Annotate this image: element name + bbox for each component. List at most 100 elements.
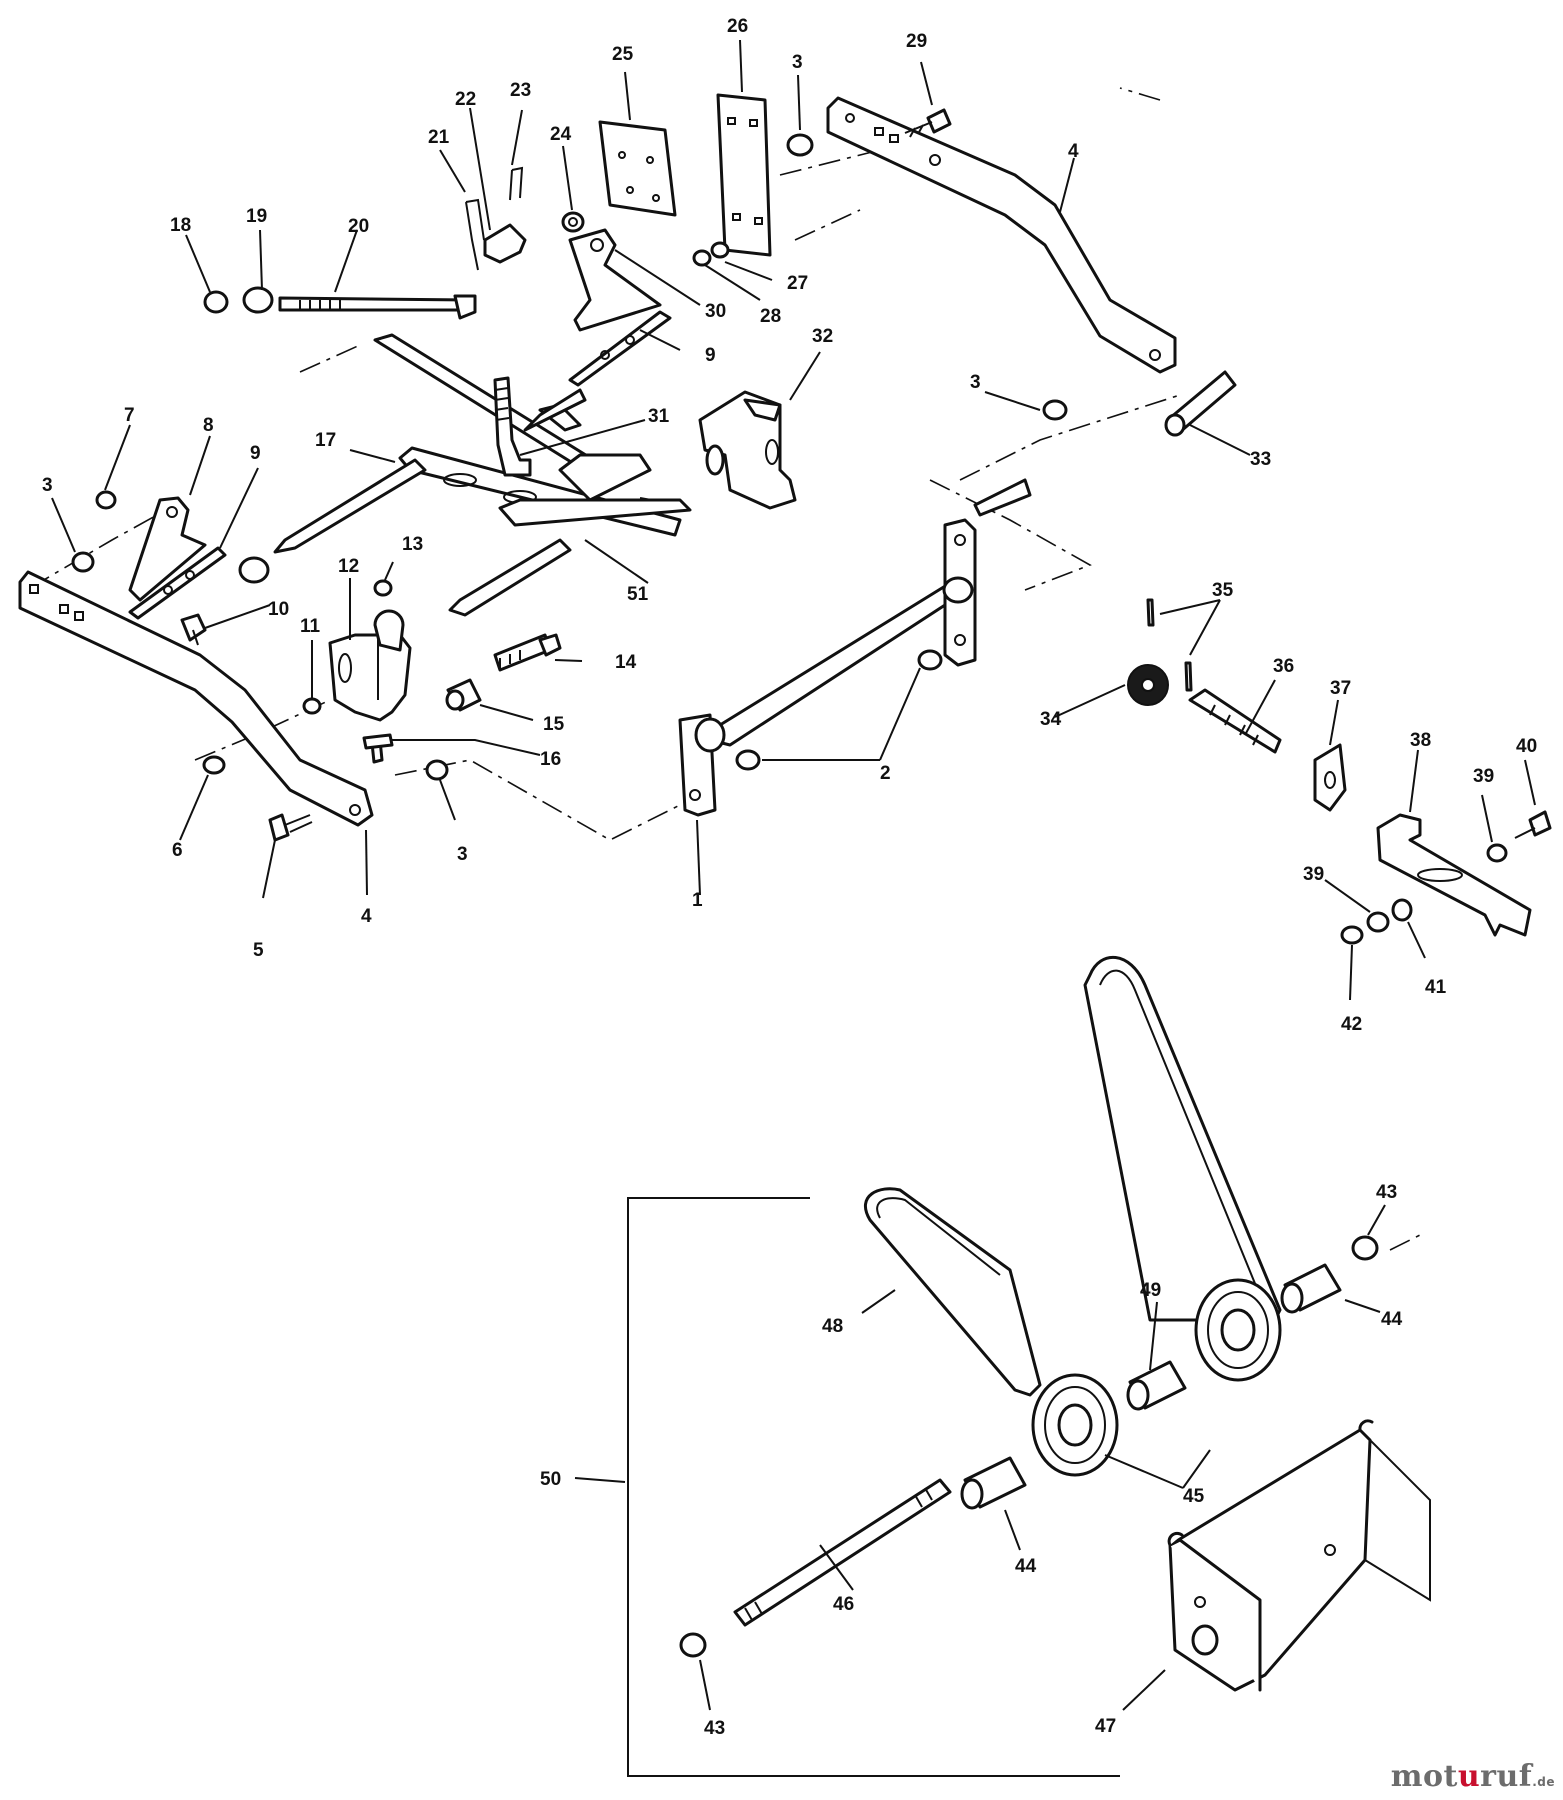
callout-4: 4 [361, 906, 372, 927]
callout-2: 2 [880, 763, 891, 784]
lift-arm-left [18, 570, 374, 827]
washer-39-right [1486, 843, 1508, 863]
nut-11 [302, 697, 322, 715]
callout-8: 8 [203, 415, 214, 436]
callout-28: 28 [760, 306, 781, 327]
callout-3: 3 [970, 372, 981, 393]
callout-16: 16 [540, 749, 561, 770]
plate-25 [598, 120, 677, 217]
nut-13 [373, 579, 393, 597]
callout-19: 19 [246, 206, 267, 227]
bracket-12 [328, 609, 412, 722]
bolt-14 [493, 633, 562, 672]
nuts-2 [735, 649, 943, 771]
callout-37: 37 [1330, 678, 1351, 699]
pulley-45-right [1194, 1278, 1282, 1382]
callout-45: 45 [1183, 1486, 1205, 1507]
callout-6: 6 [172, 840, 183, 861]
screw-16 [362, 733, 394, 764]
spacer-44-right [1280, 1263, 1342, 1314]
callout-5: 5 [253, 940, 264, 961]
callout-7: 7 [124, 405, 135, 426]
nut-42 [1340, 925, 1364, 945]
callout-43: 43 [1376, 1182, 1397, 1203]
spacer-33 [1164, 370, 1237, 437]
callout-3: 3 [42, 475, 53, 496]
callout-12: 12 [338, 556, 359, 577]
callout-35: 35 [1212, 580, 1234, 601]
callout-38: 38 [1410, 730, 1431, 751]
callout-9: 9 [250, 443, 261, 464]
belt-guard-47 [1167, 1419, 1431, 1692]
clip-37 [1313, 743, 1347, 812]
lift-rod [203, 286, 477, 320]
callout-49: 49 [1140, 1280, 1161, 1301]
callout-15: 15 [543, 714, 565, 735]
callout-14: 14 [615, 652, 637, 673]
lift-link-31 [493, 376, 532, 477]
callout-11: 11 [300, 616, 321, 637]
callout-9: 9 [705, 345, 716, 366]
callout-10: 10 [268, 599, 289, 620]
shaft-36 [1188, 688, 1282, 754]
nut-43-bottom [679, 1632, 707, 1658]
bracket-30 [568, 228, 662, 332]
callout-labels: 1 2 3 3 3 3 4 4 5 6 7 8 9 9 10 11 12 13 … [42, 16, 1537, 1739]
callout-36: 36 [1273, 656, 1294, 677]
plate-9-lower [128, 546, 227, 620]
swivel-block [483, 211, 585, 264]
hardware-top [692, 108, 1068, 421]
callout-23: 23 [510, 80, 531, 101]
group-bracket-50 [627, 1197, 1120, 1777]
callout-42: 42 [1341, 1014, 1362, 1035]
pins-35 [1146, 598, 1193, 692]
bracket-8 [128, 496, 207, 602]
callout-4: 4 [1068, 141, 1079, 162]
bolt-10 [180, 613, 207, 646]
callout-47: 47 [1095, 1716, 1116, 1737]
spacer-3-mid [425, 759, 449, 781]
callout-31: 31 [648, 406, 670, 427]
callout-50: 50 [540, 1469, 561, 1490]
callout-46: 46 [833, 1594, 854, 1615]
callout-20: 20 [348, 216, 369, 237]
callout-33: 33 [1250, 449, 1271, 470]
callout-41: 41 [1425, 977, 1447, 998]
callout-13: 13 [402, 534, 423, 555]
bracket-38 [1376, 813, 1532, 937]
callout-22: 22 [455, 89, 476, 110]
pulley-45-left [1031, 1373, 1119, 1477]
callout-39: 39 [1473, 766, 1494, 787]
watermark-accent: u [1457, 1759, 1481, 1794]
callout-43: 43 [704, 1718, 725, 1739]
spacer-15 [445, 678, 482, 712]
callout-1: 1 [692, 890, 703, 911]
belt-48 [863, 956, 1282, 1397]
callout-17: 17 [315, 430, 336, 451]
lift-arm-right [826, 96, 1177, 374]
spacer-41 [1391, 898, 1413, 922]
callout-51: 51 [627, 584, 649, 605]
callout-40: 40 [1516, 736, 1537, 757]
callout-18: 18 [170, 215, 191, 236]
watermark-logo: moturuf.de [1391, 1759, 1555, 1794]
plate-9-upper [568, 310, 672, 387]
bolt-46 [733, 1478, 952, 1627]
callout-29: 29 [906, 31, 927, 52]
callout-3: 3 [457, 844, 468, 865]
washer-39-left [1366, 911, 1390, 933]
spacer-44-lower [960, 1456, 1027, 1510]
callout-48: 48 [822, 1316, 843, 1337]
axle-assembly [678, 478, 1032, 817]
spacer-49 [1126, 1360, 1187, 1411]
bolt-5 [268, 813, 313, 842]
watermark-text-part1: mot [1390, 1759, 1458, 1794]
shafts [238, 388, 692, 617]
callout-32: 32 [812, 326, 833, 347]
callout-39: 39 [1303, 864, 1324, 885]
hairpin-clips [465, 166, 524, 271]
watermark-text-part2: ruf [1480, 1759, 1533, 1794]
callout-21: 21 [428, 127, 450, 148]
plate-26 [716, 93, 772, 257]
callout-44: 44 [1015, 1556, 1037, 1577]
